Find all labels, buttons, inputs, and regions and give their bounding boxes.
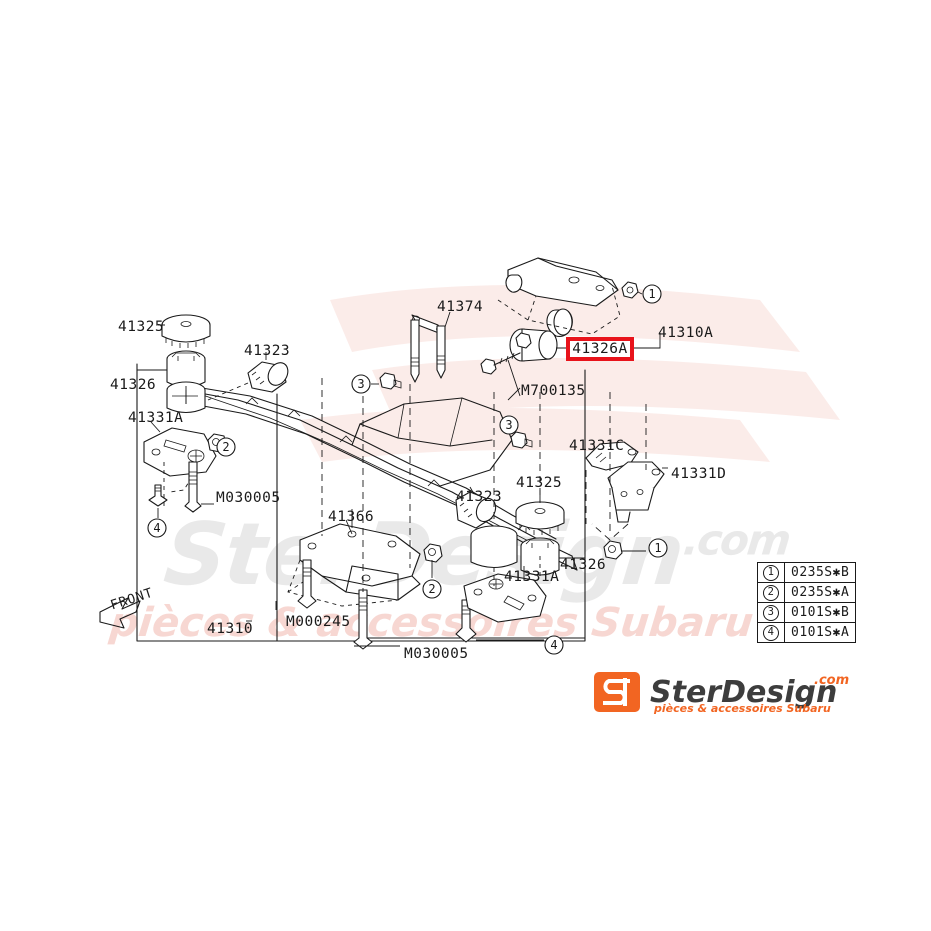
bolt-callout4-left <box>148 484 168 518</box>
legend-code-cell: 0235S✱A <box>783 582 857 603</box>
legend-number-cell: 4 <box>757 622 785 643</box>
legend-row: 1 0235S✱B <box>757 562 857 583</box>
label-41331c: 41331C <box>569 438 625 454</box>
sterdesign-logo: SterDesign .com pièces & accessoires Sub… <box>594 672 849 715</box>
logo-wordmark: SterDesign .com pièces & accessoires Sub… <box>650 673 849 715</box>
bolt-41374-a <box>410 319 420 383</box>
callout-circles <box>147 284 668 655</box>
legend-table: 1 0235S✱B 2 0235S✱A 3 0101S✱B 4 0101S✱A <box>757 562 857 643</box>
legend-code-cell: 0101S✱B <box>783 602 857 623</box>
label-41366: 41366 <box>328 509 375 525</box>
label-41331a-mid: 41331A <box>504 569 560 585</box>
label-m030005-bottom: M030005 <box>404 646 469 662</box>
label-41310a: 41310A <box>658 325 714 341</box>
bracket-41331A-left <box>143 421 217 508</box>
legend-number-cell: 1 <box>757 562 785 583</box>
callout-1-top: 1 <box>648 287 656 301</box>
nut-callout2-mid <box>423 543 443 578</box>
mount-41325-left <box>158 314 211 348</box>
label-41310: 41310 <box>207 621 254 637</box>
bolt-M700135 <box>480 352 521 397</box>
svg-text:pièces & accessoires Subaru: pièces & accessoires Subaru <box>653 702 831 715</box>
stopper-41323-left <box>207 352 289 401</box>
highlighted-part-text: 41326A <box>572 341 628 357</box>
bushing-41326-left <box>136 350 206 394</box>
bolt-M000245 <box>297 559 317 609</box>
bracket-41331C <box>585 441 639 471</box>
label-41325-right: 41325 <box>516 475 563 491</box>
legend-row: 3 0101S✱B <box>757 602 857 623</box>
front-direction-arrow <box>99 597 141 629</box>
leader-lines <box>160 324 661 622</box>
label-41331d: 41331D <box>671 466 727 482</box>
bolt-M030005-bottom <box>353 589 400 650</box>
label-m030005-left: M030005 <box>216 490 281 506</box>
mount-41325-right <box>515 490 565 535</box>
stopper-41323-mid <box>455 486 497 529</box>
legend-row: 2 0235S✱A <box>757 582 857 603</box>
legend-number-cell: 3 <box>757 602 785 623</box>
svg-text:SterDesign: SterDesign <box>650 675 837 710</box>
bushing-41326A <box>509 328 566 362</box>
label-41323-left: 41323 <box>244 343 291 359</box>
bracket-41331A-mid <box>463 566 547 623</box>
differential-carrier-41310A <box>497 257 621 337</box>
logo-mark-icon <box>594 672 640 712</box>
label-41326-right: 41326 <box>560 557 607 573</box>
label-41323-mid: 41323 <box>456 489 503 505</box>
callout-2-left: 2 <box>222 440 230 454</box>
callout-3-right: 3 <box>505 418 513 432</box>
callout-4-left: 4 <box>153 521 161 535</box>
label-41325-left: 41325 <box>118 319 165 335</box>
assembly-guides-right <box>321 378 647 592</box>
label-41374: 41374 <box>437 299 484 315</box>
bolt-callout3-left <box>371 372 402 390</box>
legend-code-cell: 0101S✱A <box>783 622 857 643</box>
highlighted-part-41326A: 41326A <box>566 337 634 361</box>
nut-callout1-bottom <box>603 540 646 560</box>
label-41326-left: 41326 <box>110 377 157 393</box>
bracket-41331D <box>607 461 668 523</box>
legend-row: 4 0101S✱A <box>757 622 857 643</box>
label-m000245: M000245 <box>286 614 351 630</box>
callout-1-bottom: 1 <box>654 541 662 555</box>
callout-3-left: 3 <box>357 377 365 391</box>
legend-number-cell: 2 <box>757 582 785 603</box>
mount-cylinder-right <box>470 525 518 569</box>
legend-code-cell: 0235S✱B <box>783 562 857 583</box>
bolt-callout3-right <box>508 431 533 449</box>
svg-text:.com: .com <box>814 673 849 688</box>
bolt-41374-b <box>436 325 446 379</box>
label-m700135: M700135 <box>521 383 586 399</box>
bolt-top-right <box>621 281 643 299</box>
bolt-M030005-left <box>184 461 214 513</box>
label-41331a-left: 41331A <box>128 410 184 426</box>
callout-2-mid: 2 <box>428 582 436 596</box>
bushing-41326-right <box>520 537 586 576</box>
callout-4-bottom: 4 <box>550 638 558 652</box>
